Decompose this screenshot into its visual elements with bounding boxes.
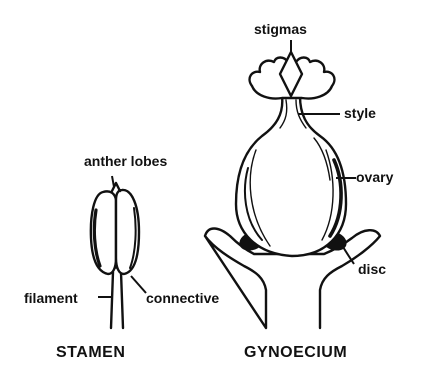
label-stigmas: stigmas	[254, 22, 307, 36]
stamen-drawing	[91, 183, 139, 328]
label-anther-lobes: anther lobes	[84, 154, 167, 168]
label-style: style	[344, 106, 376, 120]
stamen-filament	[111, 272, 123, 328]
label-ovary: ovary	[356, 170, 393, 184]
gynoecium-drawing	[205, 52, 380, 328]
connective-leader	[131, 276, 146, 293]
caption-stamen: STAMEN	[56, 345, 125, 361]
anther-lobes-leader	[112, 176, 114, 187]
label-filament: filament	[24, 291, 78, 305]
label-connective: connective	[146, 291, 219, 305]
caption-gynoecium: GYNOECIUM	[244, 345, 347, 361]
label-disc: disc	[358, 262, 386, 276]
